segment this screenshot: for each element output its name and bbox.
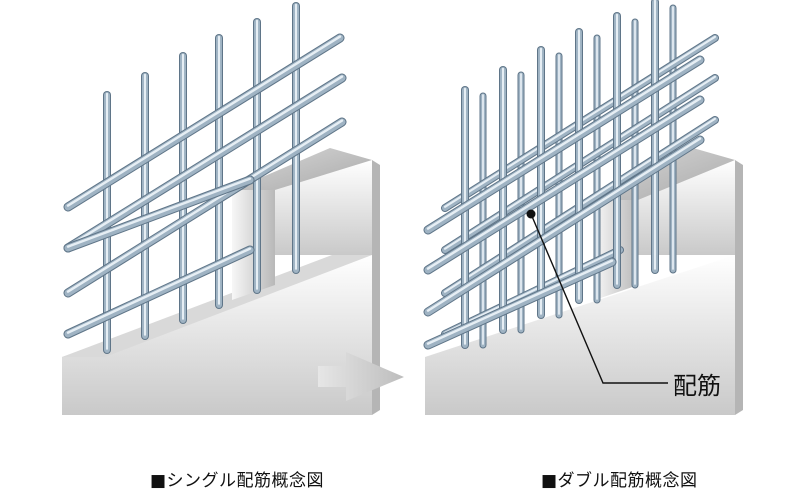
callout-label: 配筋 (673, 372, 721, 400)
wall-front-face (62, 255, 372, 415)
horizontal-rebar (63, 33, 345, 212)
horizontal-rebar-outer (423, 257, 617, 350)
wall-upper-top (232, 148, 372, 190)
horizontal-rebar (63, 117, 347, 298)
horizontal-rebar-outer (423, 55, 705, 235)
callout-leader (526, 209, 668, 384)
horizontal-rebar-outer (423, 135, 705, 317)
single-rebar-mesh (63, 2, 347, 354)
horizontal-rebar (63, 245, 255, 339)
callout-line (530, 213, 668, 384)
wall-front-face (425, 255, 735, 415)
wall-right-side (372, 160, 380, 415)
transition-arrow (318, 352, 404, 401)
caption-double-reinforcement: ■ダブル配筋概念図 (541, 471, 698, 491)
double-rebar-mesh (423, 0, 719, 350)
horizontal-rebar (63, 175, 255, 253)
horizontal-rebar (63, 73, 347, 253)
caption-single-reinforcement: ■シングル配筋概念図 (150, 471, 325, 491)
wall-right-side (735, 160, 743, 415)
horizontal-rebar-outer (423, 95, 705, 275)
single-wall (62, 148, 380, 415)
